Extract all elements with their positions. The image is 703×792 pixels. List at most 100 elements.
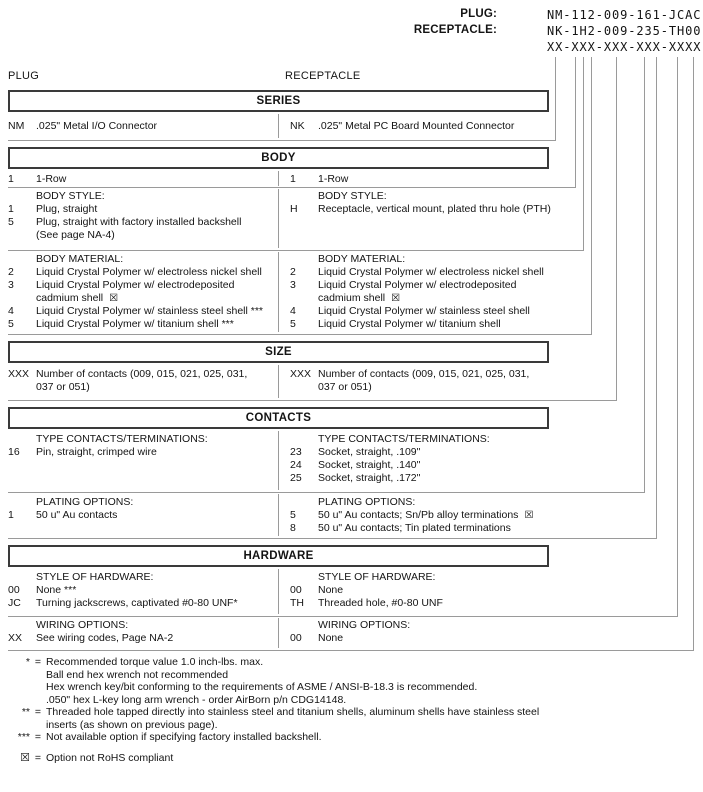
- option-line: BODY MATERIAL:: [290, 253, 570, 266]
- footnote-triple-asterisk: *** = Not available option if specifying…: [4, 731, 694, 744]
- column-divider: [278, 569, 279, 614]
- footnote-line: Recommended torque value 1.0 inch-lbs. m…: [46, 656, 264, 668]
- footnote-line: Ball end hex wrench not recommended: [46, 668, 229, 681]
- footnote-equals: =: [34, 706, 42, 718]
- hardware-style-plug-options: STYLE OF HARDWARE: 00 None *** JC Turnin…: [8, 567, 278, 610]
- option-code: 1: [290, 173, 296, 185]
- option-text: cadmium shell: [36, 292, 104, 304]
- option-code: 5: [290, 318, 296, 330]
- footnote-line: inserts (as shown on previous page).: [46, 718, 218, 731]
- size-section-header: SIZE: [8, 341, 549, 363]
- option-code: [290, 190, 318, 203]
- option-line: WIRING OPTIONS:: [290, 619, 570, 632]
- option-text: Liquid Crystal Polymer w/ stainless stee…: [36, 305, 264, 317]
- option-text: 50 u" Au contacts; Sn/Pb alloy terminati…: [318, 509, 519, 521]
- footnote-line: .050" hex L-key long arm wrench - order …: [46, 693, 347, 706]
- option-line: BODY STYLE:: [290, 190, 570, 203]
- option-line: BODY MATERIAL:: [8, 253, 278, 266]
- option-text: (See page NA-4): [36, 229, 115, 241]
- plating-plug-options: PLATING OPTIONS: 1 50 u" Au contacts: [8, 492, 278, 522]
- option-line: 5 Liquid Crystal Polymer w/ titanium she…: [290, 318, 570, 331]
- option-line: 3 Liquid Crystal Polymer w/ electrodepos…: [8, 279, 278, 292]
- option-code: 8: [290, 522, 296, 534]
- option-code: 00: [290, 584, 302, 596]
- option-code: [8, 496, 36, 509]
- option-text: Receptacle, vertical mount, plated thru …: [318, 203, 551, 215]
- option-code: [8, 381, 36, 394]
- option-text: 037 or 051): [36, 381, 90, 393]
- option-code: 1: [8, 173, 14, 185]
- option-line: 00 None: [290, 584, 570, 597]
- option-line: JC Turning jackscrews, captivated #0-80 …: [8, 597, 278, 610]
- option-code: [8, 433, 36, 446]
- option-code: NM: [8, 120, 25, 132]
- option-code: 3: [290, 279, 296, 291]
- option-text: WIRING OPTIONS:: [318, 619, 411, 631]
- hardware-section-header: HARDWARE: [8, 545, 549, 567]
- callout-line-plating: [8, 57, 657, 539]
- not-rohs-icon: ☒: [109, 293, 119, 304]
- option-line: XXX Number of contacts (009, 015, 021, 0…: [8, 368, 278, 381]
- option-text: BODY MATERIAL:: [318, 253, 406, 265]
- footnote-single-asterisk: * = Recommended torque value 1.0 inch-lb…: [4, 656, 694, 706]
- option-code: H: [290, 203, 298, 215]
- option-code: [290, 496, 318, 509]
- option-line: 4 Liquid Crystal Polymer w/ stainless st…: [290, 305, 570, 318]
- plug-part-number-row: PLUG: NM-112-009-161-JCAC: [0, 8, 703, 23]
- option-text: PLATING OPTIONS:: [36, 496, 134, 508]
- option-line: 5 Liquid Crystal Polymer w/ titanium she…: [8, 318, 278, 331]
- option-line: 1 1-Row: [290, 173, 570, 186]
- series-section-header: SERIES: [8, 90, 549, 112]
- option-text: Threaded hole, #0-80 UNF: [318, 597, 443, 609]
- body-material-receptacle-options: BODY MATERIAL: 2 Liquid Crystal Polymer …: [290, 250, 570, 331]
- part-number-pattern: XX-XXX-XXX-XXX-XXXX: [547, 40, 702, 54]
- size-plug-options: XXX Number of contacts (009, 015, 021, 0…: [8, 363, 278, 394]
- wiring-plug-options: WIRING OPTIONS: XX See wiring codes, Pag…: [8, 616, 278, 645]
- option-text: Liquid Crystal Polymer w/ electrodeposit…: [36, 279, 235, 291]
- option-text: 50 u" Au contacts; Tin plated terminatio…: [318, 522, 511, 534]
- option-code: [290, 253, 318, 266]
- option-line: 5 50 u" Au contacts; Sn/Pb alloy termina…: [290, 509, 570, 522]
- body-section-header: BODY: [8, 147, 549, 169]
- option-line: 1 1-Row: [8, 173, 278, 186]
- option-text: Number of contacts (009, 015, 021, 025, …: [318, 368, 530, 380]
- size-receptacle-options: XXX Number of contacts (009, 015, 021, 0…: [290, 363, 570, 394]
- option-code: 25: [290, 472, 302, 484]
- option-line: STYLE OF HARDWARE:: [8, 571, 278, 584]
- receptacle-label: RECEPTACLE:: [413, 24, 497, 36]
- footnote-equals: =: [34, 656, 42, 668]
- option-code: 00: [8, 584, 20, 596]
- callout-line-body-row: [8, 57, 576, 188]
- option-text: 1-Row: [318, 173, 349, 185]
- option-line: 4 Liquid Crystal Polymer w/ stainless st…: [8, 305, 278, 318]
- option-text: Liquid Crystal Polymer w/ electrodeposit…: [318, 279, 517, 291]
- option-line: STYLE OF HARDWARE:: [290, 571, 570, 584]
- column-divider: [278, 431, 279, 490]
- option-code: [290, 292, 318, 305]
- not-rohs-icon: ☒: [524, 510, 534, 521]
- option-code: [8, 190, 36, 203]
- option-line: TYPE CONTACTS/TERMINATIONS:: [8, 433, 278, 446]
- footnote-marker: ***: [17, 731, 30, 743]
- option-text: Socket, straight, .109": [318, 446, 421, 458]
- option-text: .025" Metal PC Board Mounted Connector: [318, 120, 515, 132]
- series-plug-options: NM .025" Metal I/O Connector: [8, 112, 278, 133]
- option-code: [8, 571, 36, 584]
- callout-line-wiring: [8, 57, 694, 651]
- option-code: 23: [290, 446, 302, 458]
- option-line: 3 Liquid Crystal Polymer w/ electrodepos…: [290, 279, 570, 292]
- receptacle-part-number-row: RECEPTACLE: NK-1H2-009-235-TH00: [0, 24, 703, 39]
- option-line: PLATING OPTIONS:: [8, 496, 278, 509]
- option-line: PLATING OPTIONS:: [290, 496, 570, 509]
- option-code: 16: [8, 446, 20, 458]
- option-text: Liquid Crystal Polymer w/ titanium shell: [318, 318, 501, 330]
- option-text: PLATING OPTIONS:: [318, 496, 416, 508]
- option-line: 1 50 u" Au contacts: [8, 509, 278, 522]
- option-text: Liquid Crystal Polymer w/ titanium shell…: [36, 318, 234, 330]
- option-line: cadmium shell ☒: [8, 292, 278, 305]
- callout-line-size: [8, 57, 617, 401]
- footnote-text: Recommended torque value 1.0 inch-lbs. m…: [46, 656, 694, 706]
- option-code: XXX: [290, 368, 312, 380]
- option-line: H Receptacle, vertical mount, plated thr…: [290, 203, 570, 216]
